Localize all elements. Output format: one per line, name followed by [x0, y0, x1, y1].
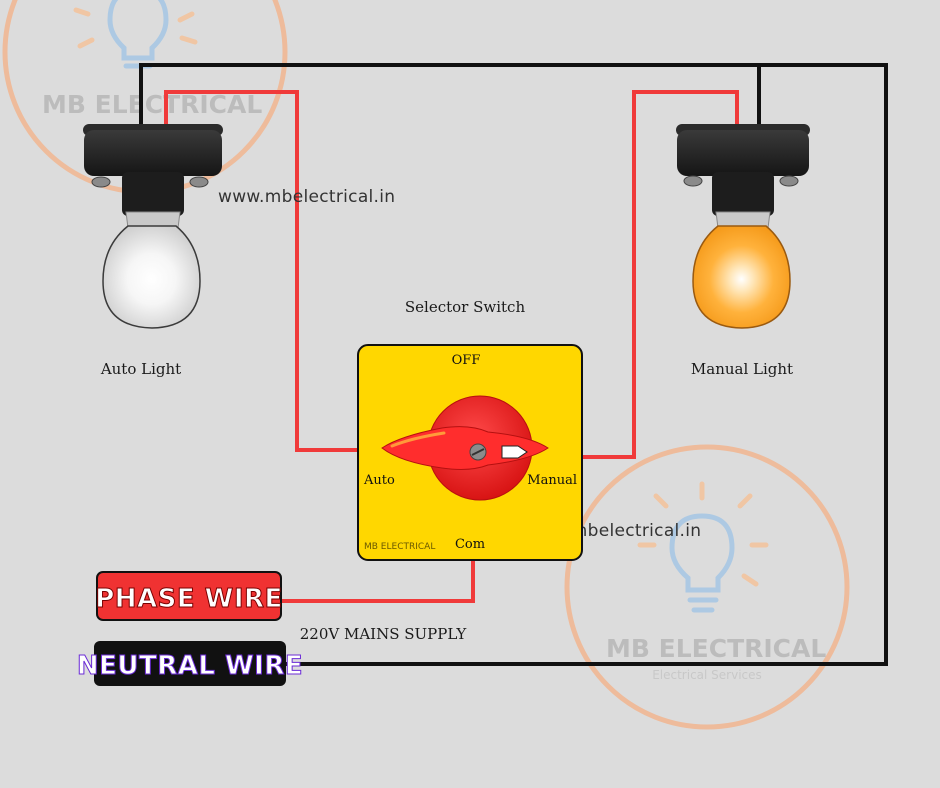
watermark-bottom-right: MB ELECTRICAL Electrical Services	[564, 444, 850, 730]
neutral-wiring	[139, 63, 888, 666]
manual-lamp-feed-wire	[582, 90, 739, 459]
selector-switch[interactable]: OFF Auto Manual Com MB ELECTRICAL	[357, 344, 583, 561]
watermark-rays	[73, 7, 198, 49]
manual-lamp: Manual Light	[676, 124, 810, 378]
switch-position-off: OFF	[452, 353, 481, 368]
auto-lamp: Auto Light	[83, 124, 223, 378]
phase-wiring	[164, 90, 739, 603]
auto-light-label: Auto Light	[100, 360, 181, 378]
phase-wire-tag: PHASE WIRE	[95, 571, 283, 621]
watermark-tagline: Electrical Services	[652, 668, 762, 682]
light-bulb-icon	[102, 211, 201, 329]
watermark-url-top: www.mbelectrical.in	[218, 187, 395, 207]
watermark-brand-text: MB ELECTRICAL	[42, 90, 262, 119]
switch-brand: MB ELECTRICAL	[364, 542, 435, 552]
bulb-holder-icon	[83, 124, 223, 216]
watermark-rays	[637, 481, 769, 587]
neutral-wire-label: NEUTRAL WIRE	[77, 651, 303, 681]
phase-supply-wire	[282, 560, 475, 603]
selector-switch-title: Selector Switch	[405, 298, 526, 316]
auto-lamp-feed-wire	[164, 90, 360, 452]
rotary-knob-icon[interactable]	[381, 395, 549, 501]
arrow-pointer-icon	[501, 445, 528, 459]
neutral-wire-main	[139, 63, 888, 666]
switch-position-manual: Manual	[527, 473, 577, 488]
light-bulb-icon	[692, 211, 791, 329]
manual-light-label: Manual Light	[691, 360, 793, 378]
watermark-brand-text: MB ELECTRICAL	[606, 634, 826, 663]
switch-position-com: Com	[455, 537, 485, 552]
watermark-bulb-icon	[107, 0, 169, 69]
neutral-wire-tag: NEUTRAL WIRE	[76, 641, 303, 686]
bulb-holder-icon	[676, 124, 810, 216]
watermark-ring	[564, 444, 850, 730]
phase-wire-label: PHASE WIRE	[95, 584, 283, 614]
mains-supply-label: 220V MAINS SUPPLY	[300, 625, 468, 643]
switch-position-auto: Auto	[363, 473, 395, 488]
watermark-bulb-icon	[669, 513, 735, 613]
